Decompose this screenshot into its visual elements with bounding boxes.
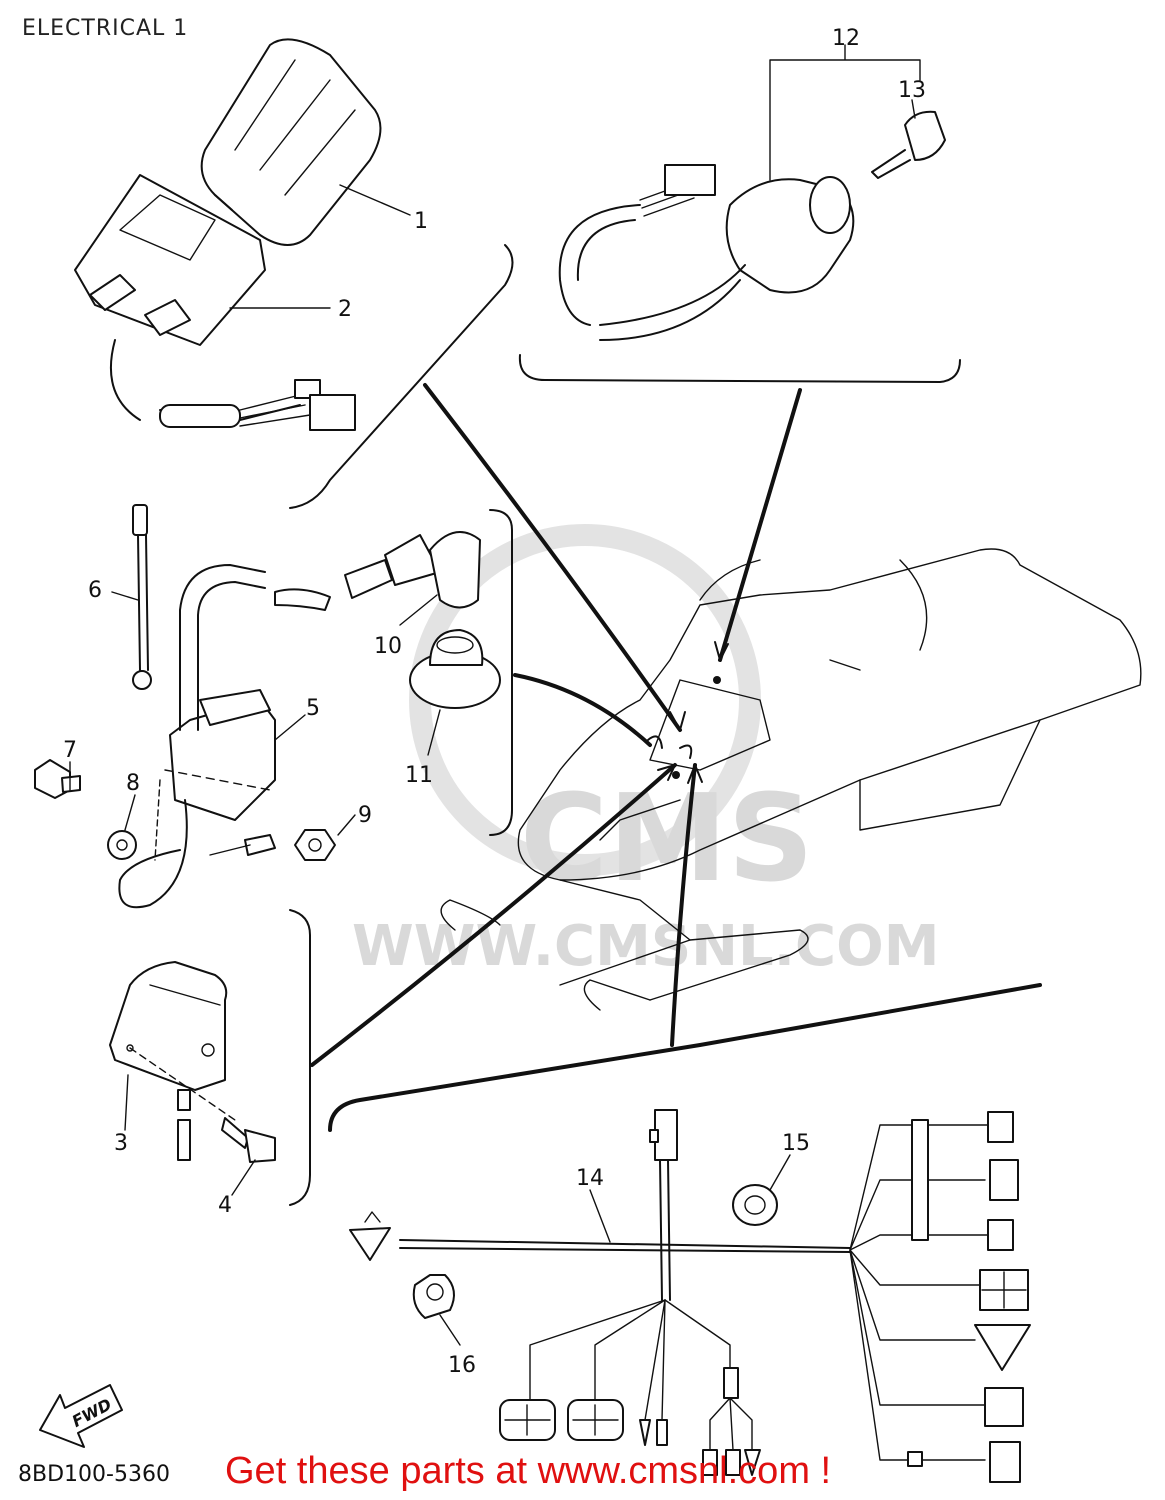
callout-6: 6	[88, 578, 102, 603]
pointer-main-switch-to-vehicle	[718, 388, 802, 662]
leader-5	[274, 714, 306, 741]
leader-10	[399, 594, 438, 626]
promo-link[interactable]: Get these parts at www.cmsnl.com !	[225, 1450, 832, 1492]
callout-8: 8	[126, 771, 140, 796]
pointer-switch-to-vehicle	[423, 383, 682, 732]
bracket-cdi	[289, 909, 311, 1206]
diagram-part-code: 8BD100-5360	[18, 1462, 170, 1487]
callout-7: 7	[63, 738, 77, 763]
bracket-main-switch	[518, 354, 961, 383]
pointer-cdi-to-vehicle	[310, 763, 677, 1067]
page-title: ELECTRICAL 1	[22, 16, 189, 41]
watermark: CMS WWW.CMSNL.COM	[352, 524, 939, 979]
leader-14	[589, 1189, 611, 1243]
callout-16: 16	[448, 1353, 476, 1378]
callout-11: 11	[405, 763, 433, 788]
arrowhead-3	[657, 764, 676, 781]
part-5-coil	[118, 564, 276, 909]
part-14-wire-harness	[349, 1109, 1031, 1483]
leader-9	[337, 814, 356, 836]
bracket-plug	[489, 509, 513, 836]
part-15-grommet	[732, 1184, 778, 1226]
callout-labels: 1 2 3 4 5 6 7 8 9 10 11 12 13 14 15 16	[63, 26, 926, 1378]
watermark-text: WWW.CMSNL.COM	[352, 914, 939, 979]
vehicle-outline	[440, 548, 1142, 1011]
dashed-bracket-8	[154, 779, 161, 861]
leader-6	[111, 591, 139, 601]
part-10-plug-cap	[274, 531, 481, 611]
leader-4	[231, 1159, 256, 1196]
callout-15: 15	[782, 1131, 810, 1156]
callout-5: 5	[306, 696, 320, 721]
part-13-key	[871, 110, 946, 179]
callout-10: 10	[374, 634, 402, 659]
part-3-cdi-unit	[109, 961, 228, 1161]
pointer-harness-to-vehicle	[670, 763, 697, 1047]
part-8-washer	[107, 830, 137, 860]
callout-4: 4	[218, 1193, 232, 1218]
arrowhead-2	[714, 641, 729, 661]
callout-13: 13	[898, 78, 926, 103]
arrowhead-1	[669, 711, 686, 731]
part-11-grommet	[409, 629, 501, 709]
callout-3: 3	[114, 1131, 128, 1156]
part-1-switch-cover	[200, 38, 382, 246]
part-2-switch-housing	[74, 174, 356, 431]
part-7-bolt	[34, 759, 81, 799]
callout-9: 9	[358, 803, 372, 828]
watermark-logo: CMS	[520, 770, 814, 909]
leader-13	[911, 99, 916, 119]
leader-12-bracket	[769, 44, 921, 181]
pointer-plug-to-vehicle	[513, 673, 652, 747]
leader-3	[124, 1074, 129, 1131]
leader-16	[439, 1314, 461, 1346]
callout-12: 12	[832, 26, 860, 51]
bracket-harness	[328, 983, 1042, 1132]
part-9-nut	[294, 829, 336, 861]
arrowhead-4	[687, 764, 703, 784]
part-6-strap	[132, 504, 152, 690]
callout-2: 2	[338, 297, 352, 322]
leader-1	[339, 184, 411, 216]
callout-14: 14	[576, 1166, 604, 1191]
fwd-arrow-icon: FWD	[39, 1384, 123, 1448]
part-12-main-switch	[558, 164, 855, 341]
callout-1: 1	[414, 209, 428, 234]
leader-11	[427, 709, 441, 756]
leader-15	[769, 1154, 791, 1191]
part-4-bolt	[129, 1047, 276, 1163]
part-16-clamp	[412, 1274, 455, 1319]
bracket-switch	[289, 244, 514, 509]
leader-8	[124, 794, 136, 831]
